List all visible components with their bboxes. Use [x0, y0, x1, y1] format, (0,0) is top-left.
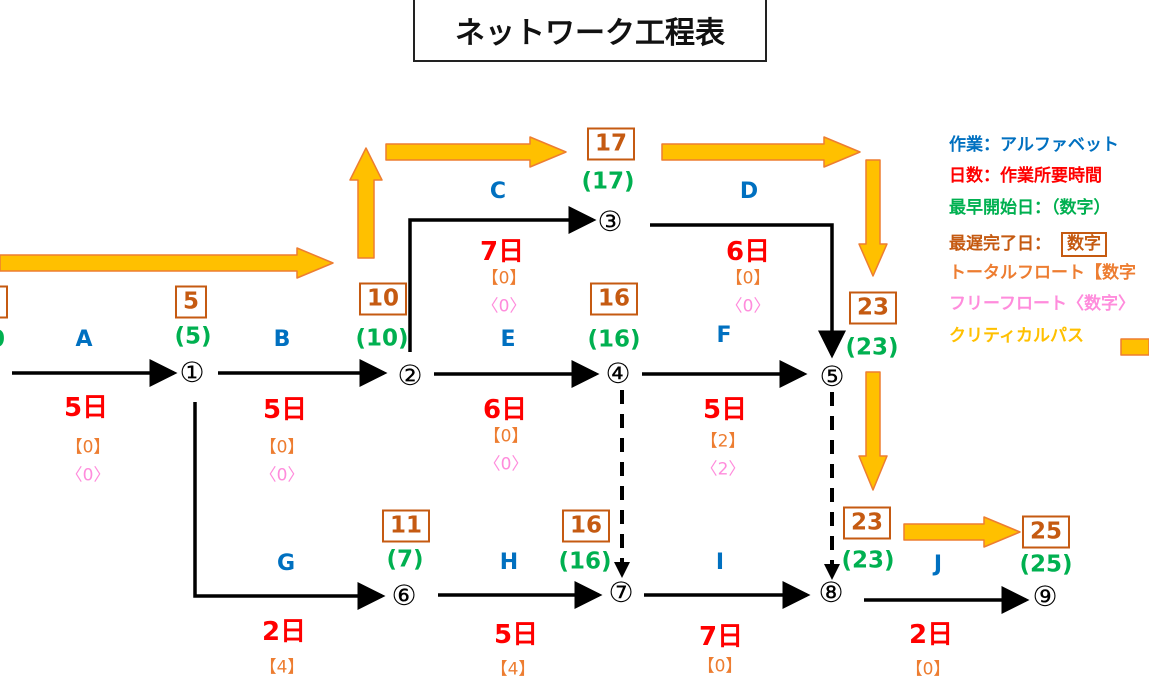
critical-path-arrow	[903, 516, 1021, 548]
duration-j: 2日	[908, 620, 954, 650]
earliest-start-4: (16)	[587, 326, 641, 353]
activity-arrow-c	[408, 206, 597, 352]
legend-latest-box: 数字	[1061, 232, 1107, 257]
latest-finish-3: 17	[586, 127, 636, 161]
total-float-h: 【4】	[490, 659, 536, 680]
critical-path-arrow	[349, 147, 383, 259]
activity-label-i: I	[715, 550, 725, 575]
total-float-d: 【0】	[725, 268, 771, 289]
diagram-title: ネットワーク工程表	[413, 0, 767, 62]
legend-free-float: フリーフロート〈数字〉	[949, 294, 1135, 314]
duration-i: 7日	[698, 622, 744, 652]
duration-a: 5日	[63, 393, 109, 423]
duration-h: 5日	[493, 620, 539, 650]
legend-duration: 日数：作業所要時間	[949, 166, 1102, 186]
latest-finish-2: 10	[358, 282, 408, 316]
duration-c: 7日	[479, 237, 525, 267]
latest-finish-0	[0, 285, 8, 319]
node-1: ①	[179, 356, 205, 389]
latest-finish-8: 23	[842, 506, 892, 540]
legend-latest: 最遅完了日： 数字	[949, 232, 1107, 257]
node-9: ⑨	[1032, 580, 1058, 613]
critical-path-arrow	[858, 159, 888, 277]
duration-e: 6日	[482, 395, 528, 425]
earliest-start-9: (25)	[1019, 551, 1073, 578]
node-4: ④	[605, 357, 631, 390]
activity-label-d: D	[739, 179, 759, 204]
total-float-b: 【0】	[259, 437, 305, 458]
total-float-f: 【2】	[700, 431, 746, 452]
activity-label-b: B	[273, 327, 291, 352]
free-float-e: 〈0〉	[483, 454, 529, 475]
earliest-start-2: (10)	[355, 325, 409, 352]
total-float-c: 【0】	[481, 268, 527, 289]
earliest-start-8: (23)	[841, 547, 895, 574]
earliest-start-6: (7)	[386, 546, 424, 573]
critical-path-arrow	[385, 136, 567, 168]
latest-finish-6: 11	[381, 509, 431, 543]
activity-arrow-g	[193, 402, 386, 610]
free-float-c: 〈0〉	[481, 296, 527, 317]
activity-arrow-d	[650, 223, 846, 359]
legend-activity: 作業：アルファベット	[949, 135, 1119, 155]
node-8: ⑧	[818, 576, 844, 609]
duration-d: 6日	[725, 237, 771, 267]
legend-critical-path: クリティカルパス	[949, 326, 1084, 346]
latest-finish-9: 25	[1021, 515, 1071, 549]
earliest-start-7: (16)	[558, 548, 612, 575]
free-float-a: 〈0〉	[65, 465, 111, 486]
free-float-d: 〈0〉	[725, 296, 771, 317]
activity-label-j: J	[933, 552, 943, 577]
latest-finish-1: 5	[174, 285, 208, 319]
total-float-j: 【0】	[905, 659, 951, 680]
earliest-start-0: 0	[0, 328, 5, 352]
legend-earliest: 最早開始日：（数字）	[949, 198, 1111, 218]
latest-finish-4: 16	[589, 282, 639, 316]
activity-label-h: H	[499, 550, 519, 575]
node-6: ⑥	[391, 579, 417, 612]
free-float-b: 〈0〉	[259, 465, 305, 486]
critical-path-arrow	[0, 247, 334, 279]
node-2: ②	[397, 359, 423, 392]
node-3: ③	[597, 205, 623, 238]
total-float-i: 【0】	[697, 656, 743, 677]
activity-label-c: C	[489, 179, 507, 204]
activity-label-f: F	[716, 323, 732, 348]
free-float-f: 〈2〉	[700, 459, 746, 480]
earliest-start-3: (17)	[581, 168, 635, 195]
latest-finish-7: 16	[561, 509, 611, 543]
duration-g: 2日	[261, 617, 307, 647]
legend-latest-label: 最遅完了日：	[949, 234, 1051, 254]
activity-label-g: G	[276, 551, 296, 576]
duration-b: 5日	[262, 395, 308, 425]
activity-label-a: A	[75, 327, 93, 352]
latest-finish-5: 23	[848, 291, 898, 325]
legend-total-float: トータルフロート【数字	[949, 263, 1136, 283]
node-7: ⑦	[608, 576, 634, 609]
critical-path-legend-arrow	[1120, 338, 1149, 356]
total-float-g: 【4】	[259, 657, 305, 678]
critical-path-arrow	[661, 136, 861, 168]
earliest-start-5: (23)	[845, 334, 899, 361]
critical-path-arrow	[858, 371, 888, 491]
earliest-start-1: (5)	[174, 323, 212, 350]
activity-label-e: E	[500, 327, 516, 352]
total-float-a: 【0】	[65, 437, 111, 458]
node-5: ⑤	[819, 360, 845, 393]
duration-f: 5日	[702, 395, 748, 425]
total-float-e: 【0】	[483, 426, 529, 447]
